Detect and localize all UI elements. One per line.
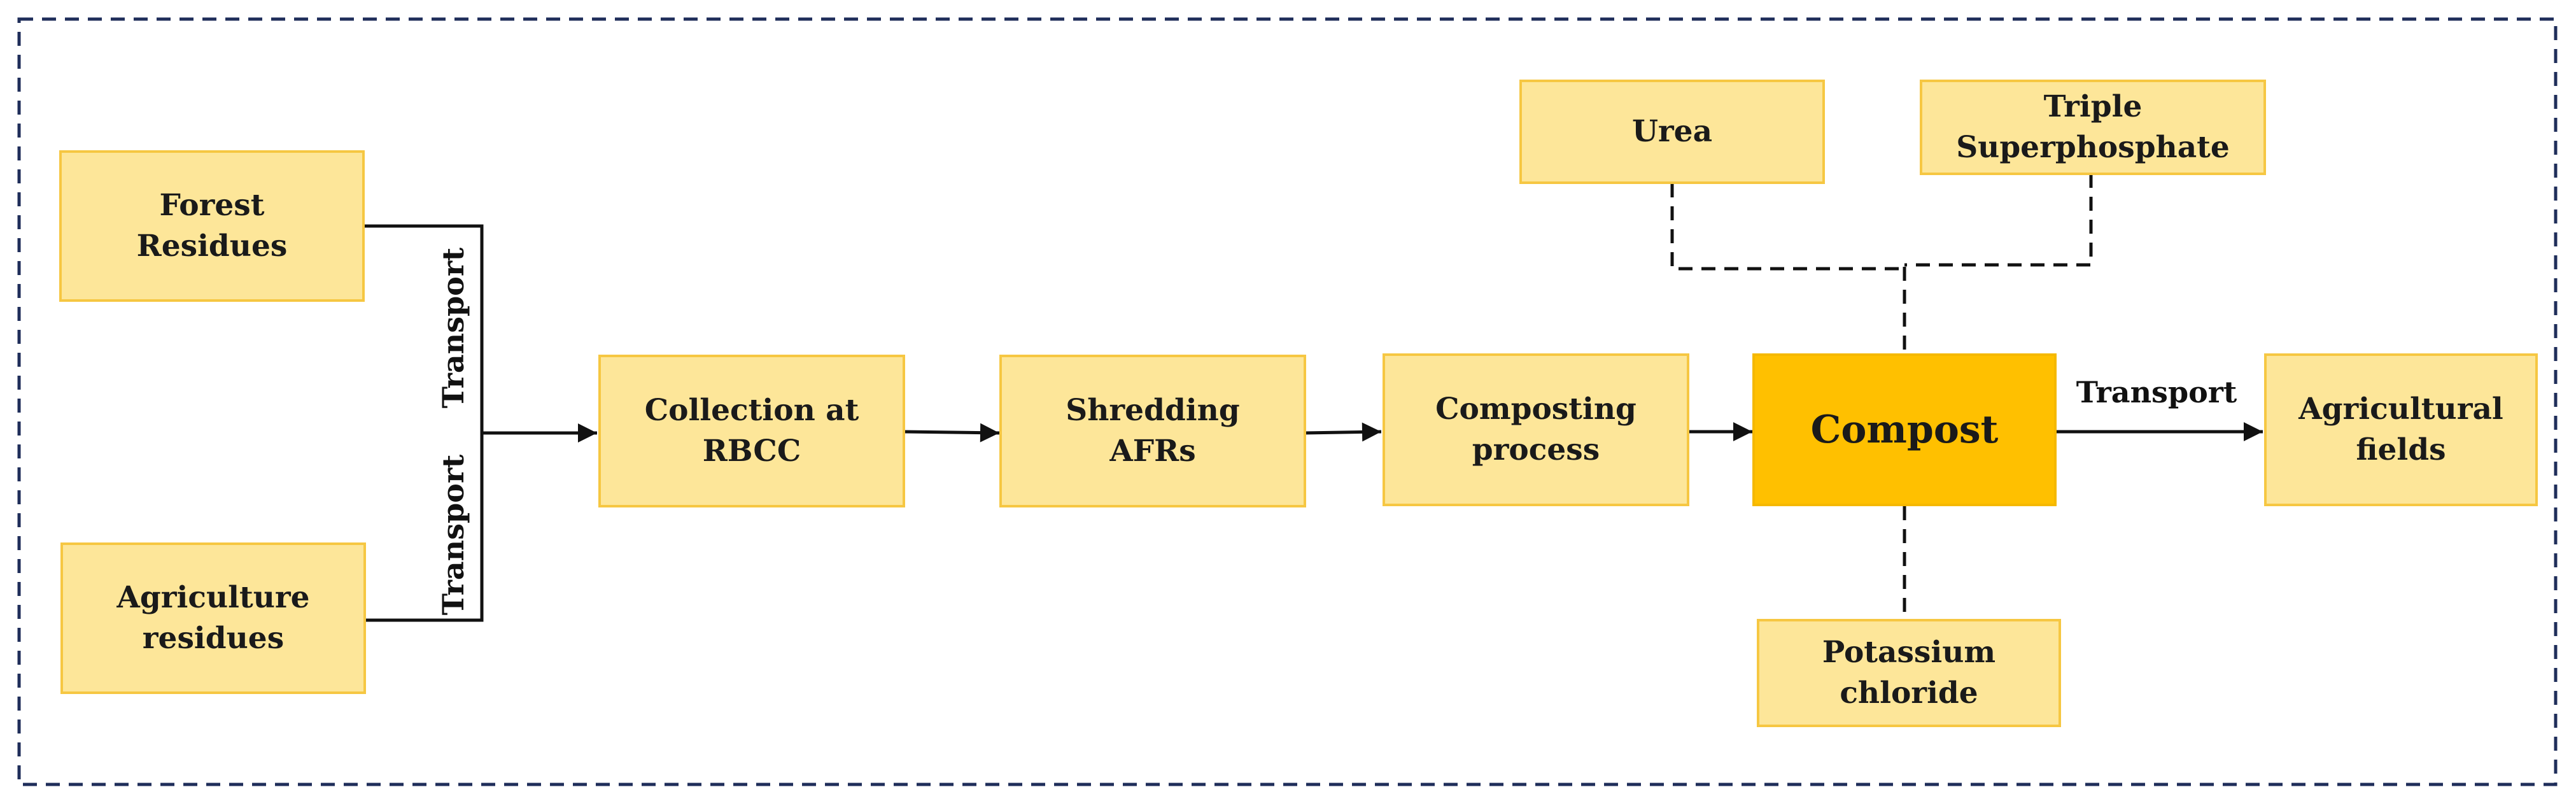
label-transport-fields: Transport xyxy=(2076,375,2237,409)
node-compost: Compost xyxy=(1752,353,2057,506)
node-agricultural-fields: Agricultural fields xyxy=(2264,353,2538,506)
node-urea: Urea xyxy=(1519,80,1825,184)
node-agriculture-residues: Agriculture residues xyxy=(60,542,366,694)
edge-urea-dashed xyxy=(1670,183,1904,271)
node-potassium-chloride: Potassium chloride xyxy=(1757,619,2061,727)
edge-shredding-to-composting xyxy=(1304,422,1382,442)
node-collection-rbcc: Collection at RBCC xyxy=(598,355,905,507)
edge-agriculture-to-junction xyxy=(366,433,484,622)
outer-frame xyxy=(17,17,2558,786)
edge-forest-to-junction xyxy=(364,224,484,433)
node-forest-residues: Forest Residues xyxy=(59,150,365,302)
edge-tsp-dashed xyxy=(1904,174,2093,267)
label-transport-agriculture: Transport xyxy=(436,454,470,615)
node-triple-superphosphate: Triple Superphosphate xyxy=(1920,80,2266,175)
node-composting-process: Composting process xyxy=(1383,353,1689,506)
edge-collection-to-shredding xyxy=(903,423,1000,443)
label-transport-forest: Transport xyxy=(436,247,470,408)
node-shredding-afrs: Shredding AFRs xyxy=(999,355,1306,507)
